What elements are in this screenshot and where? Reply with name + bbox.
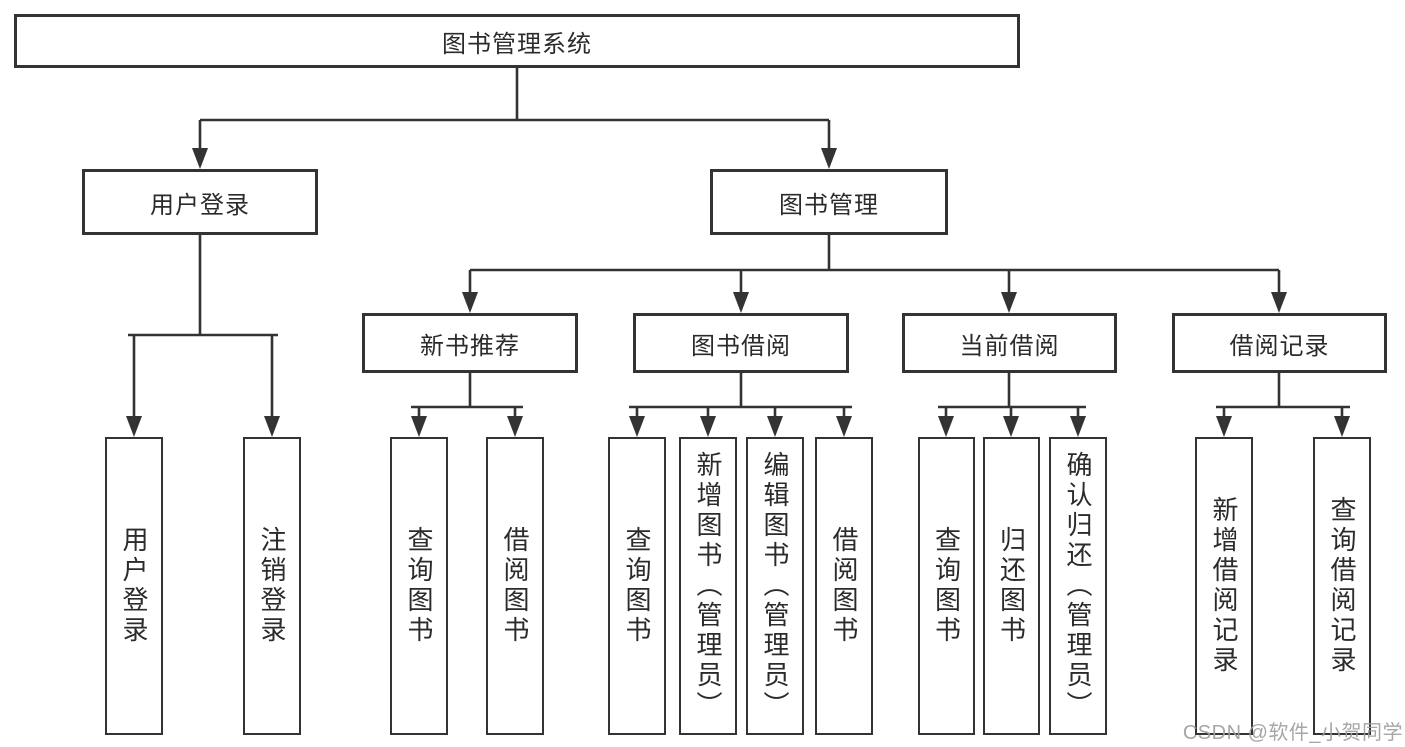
node-label: 编辑图书（管理员）: [760, 451, 790, 721]
node-library-management-system: 图书管理系统: [14, 14, 1020, 68]
node-label: 用户登录: [119, 526, 149, 646]
node-label: 用户登录: [150, 191, 250, 219]
arrowheads: [126, 148, 1350, 437]
leaf-confirm-return-admin: 确认归还（管理员）: [1049, 437, 1107, 735]
node-new-book-recommendation: 新书推荐: [362, 313, 578, 373]
leaf-add-borrow-record: 新增借阅记录: [1195, 437, 1253, 735]
node-label: 新增图书（管理员）: [693, 451, 723, 721]
node-label: 借阅图书: [500, 526, 530, 646]
node-label: 查询借阅记录: [1327, 496, 1357, 676]
leaf-query-borrow-record: 查询借阅记录: [1313, 437, 1371, 735]
node-label: 查询图书: [404, 526, 434, 646]
node-label: 查询图书: [931, 526, 962, 646]
leaf-borrow-books-recommend: 借阅图书: [486, 437, 544, 735]
leaf-add-book-admin: 新增图书（管理员）: [679, 437, 737, 735]
leaf-query-books-recommend: 查询图书: [390, 437, 448, 735]
node-label: 当前借阅: [959, 332, 1060, 360]
csdn-watermark: CSDN @软件_小贺同学: [1182, 722, 1403, 744]
node-label: 图书管理: [779, 191, 879, 219]
leaf-logout: 注销登录: [243, 437, 301, 735]
node-book-borrowing: 图书借阅: [633, 313, 849, 373]
node-label: 图书管理系统: [442, 30, 592, 58]
node-label: 确认归还（管理员）: [1063, 451, 1093, 721]
leaf-user-login: 用户登录: [105, 437, 163, 735]
node-user-login: 用户登录: [82, 169, 318, 235]
leaf-query-books-current: 查询图书: [918, 437, 975, 735]
node-label: 借阅图书: [829, 526, 859, 646]
leaf-return-book: 归还图书: [983, 437, 1040, 735]
leaf-borrow-books: 借阅图书: [815, 437, 873, 735]
node-book-management: 图书管理: [710, 169, 948, 235]
node-borrowing-records: 借阅记录: [1172, 313, 1387, 373]
node-label: 注销登录: [257, 526, 287, 646]
node-label: 归还图书: [996, 526, 1027, 646]
node-current-borrowing: 当前借阅: [902, 313, 1117, 373]
leaf-query-books-borrow: 查询图书: [608, 437, 666, 735]
leaf-edit-book-admin: 编辑图书（管理员）: [746, 437, 804, 735]
node-label: 新增借阅记录: [1209, 496, 1239, 676]
node-label: 借阅记录: [1229, 332, 1330, 360]
node-label: 图书借阅: [691, 332, 791, 360]
node-label: 查询图书: [622, 526, 652, 646]
node-label: 新书推荐: [420, 332, 520, 360]
